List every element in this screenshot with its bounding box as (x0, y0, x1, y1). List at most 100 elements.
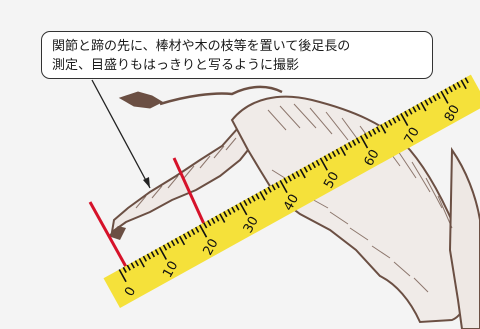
ruler-tick (380, 124, 387, 134)
tail (159, 85, 283, 106)
ruler-tick (211, 217, 216, 224)
ruler-tick (267, 186, 272, 193)
ruler-tick (223, 211, 228, 218)
ruler-tick (347, 142, 353, 149)
ruler-tick (126, 264, 131, 271)
ruler-tick (323, 155, 329, 162)
ruler-tick (460, 79, 467, 90)
ruler-tick (299, 168, 306, 179)
ruler-tick (424, 99, 429, 106)
ruler-tick (182, 233, 188, 240)
ruler-tick (291, 173, 296, 180)
ruler-tick (359, 135, 369, 149)
ruler-tick (319, 157, 328, 171)
body-mass (230, 95, 470, 324)
ruler-tick (400, 113, 409, 127)
ruler-tick (315, 159, 321, 166)
ruler-tick (255, 193, 260, 200)
ruler-tick (452, 84, 457, 91)
ruler-tick (122, 266, 127, 273)
ruler-tick (456, 81, 461, 88)
right-leg (448, 146, 480, 329)
ruler-tick (363, 133, 369, 140)
ruler-tick (331, 150, 337, 157)
ruler-label: 10 (160, 259, 181, 281)
ruler-tick (327, 153, 333, 160)
ruler-label: 40 (281, 192, 302, 214)
ruler-tick (384, 121, 389, 128)
ruler-label: 20 (201, 236, 222, 258)
ruler-tick (231, 206, 236, 213)
ruler-tick (178, 235, 186, 246)
ruler-tick (444, 88, 449, 95)
ruler-tick (295, 171, 300, 178)
ruler-body (103, 74, 480, 308)
callout-line-2: 測定、目盛りもはっきりと写るように撮影 (52, 58, 300, 73)
tail-tuft (118, 91, 164, 109)
ruler-label: 70 (402, 125, 423, 147)
ruler-tick (283, 177, 288, 184)
ruler-tick (339, 146, 347, 157)
ruler-tick (335, 148, 341, 155)
deer-hind-leg-sketch (108, 85, 480, 329)
ruler-tick (146, 253, 152, 260)
ruler-tick (432, 95, 437, 102)
ruler-tick (343, 144, 349, 151)
ruler-tick (376, 126, 381, 133)
ruler-tick (396, 115, 401, 122)
ruler-tick (158, 246, 167, 260)
ruler-tick (307, 164, 312, 171)
ruler-tick (279, 179, 288, 193)
ruler-tick (174, 237, 180, 244)
ruler-label: 80 (442, 103, 463, 125)
ruler-tick (404, 110, 409, 117)
ruler-tick (464, 77, 469, 84)
ruler-label: 60 (361, 147, 382, 169)
ruler-tick (287, 175, 292, 182)
ruler-tick (134, 260, 139, 267)
ruler-tick (199, 224, 208, 238)
ruler-tick (186, 231, 192, 238)
ruler-tick (271, 184, 276, 191)
callout-pointer (91, 79, 151, 189)
callout-pointer-head (143, 177, 150, 188)
ruler-tick (259, 191, 266, 201)
ruler-tick (166, 242, 172, 249)
ruler-tick (448, 86, 453, 93)
ruler-tick (227, 208, 232, 215)
ruler-label: 50 (321, 169, 342, 191)
callout-line-1: 関節と蹄の先に、棒材や木の枝等を置いて後足長の (52, 39, 351, 54)
ruler-tick (275, 182, 280, 189)
ruler-tick (408, 108, 413, 115)
ruler-tick (388, 119, 393, 126)
ruler-tick (351, 139, 357, 146)
ruler-tick (195, 226, 200, 233)
ruler-tick (428, 97, 433, 104)
ruler-tick (368, 130, 373, 137)
ruler-tick (239, 202, 248, 216)
ruler-tick (154, 249, 160, 256)
ruler-tick (130, 262, 135, 269)
ruler-tick (420, 101, 427, 112)
ruler-tick (263, 188, 268, 195)
ruler-tick (311, 162, 316, 169)
ruler-tick (162, 244, 168, 251)
ruler-label: 30 (241, 214, 262, 236)
ruler-tick (170, 240, 176, 247)
ruler-tick (190, 229, 196, 236)
ruler-tick (219, 213, 226, 223)
ruler-tick (150, 251, 156, 258)
ruler-tick (215, 215, 220, 222)
ruler-tick (436, 92, 441, 99)
ruler-tick (416, 104, 421, 111)
ruler-tick (440, 90, 449, 104)
ruler-tick (303, 166, 308, 173)
ruler-tick (251, 195, 256, 202)
ruler-tick (412, 106, 417, 113)
ruler-tick (392, 117, 397, 124)
ruler-tick (142, 255, 148, 262)
hoof (108, 226, 126, 240)
